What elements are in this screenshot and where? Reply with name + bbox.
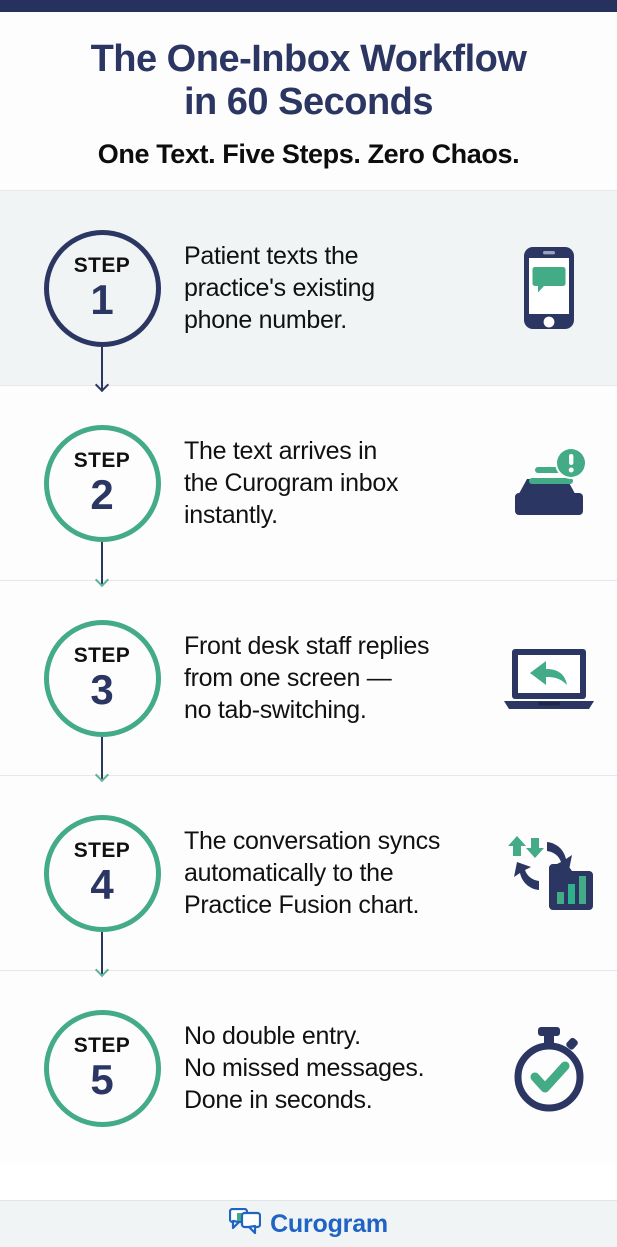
- step-row-2: STEP 2 The text arrives in the Curogram …: [0, 385, 617, 588]
- step-3-text: Front desk staff replies from one screen…: [170, 630, 499, 726]
- step-5-text-line-1: No double entry.: [184, 1022, 361, 1051]
- step-1-label: STEP: [73, 254, 131, 278]
- steps-list: STEP 1 Patient texts the practice's exis…: [0, 190, 617, 1166]
- page-title-line-2: in 60 Seconds: [183, 80, 434, 123]
- step-row-4: STEP 4 The conversation syncs automatica…: [0, 775, 617, 978]
- step-5-text-line-2: No missed messages.: [184, 1054, 425, 1083]
- step-3-text-line-3: no tab-switching.: [184, 696, 367, 725]
- step-1-text-line-1: Patient texts the: [184, 242, 359, 271]
- step-1-text: Patient texts the practice's existing ph…: [170, 240, 499, 336]
- step-3-text-line-1: Front desk staff replies: [184, 632, 430, 661]
- step-4-text-line-2: automatically to the: [184, 859, 394, 888]
- step-1-text-line-2: practice's existing: [184, 274, 375, 303]
- step-3-to-4-connector: [94, 737, 110, 783]
- step-2-text-line-2: the Curogram inbox: [184, 469, 399, 498]
- step-2-text: The text arrives in the Curogram inbox i…: [170, 435, 499, 531]
- step-row-3: STEP 3 Front desk staff replies from one…: [0, 580, 617, 783]
- step-1-circle-wrap: STEP 1: [34, 229, 170, 347]
- step-1-to-2-connector: [94, 347, 110, 393]
- inbox-alert-icon: [499, 445, 599, 521]
- sync-chart-folder-icon: [499, 830, 599, 916]
- step-4-text-line-3: Practice Fusion chart.: [184, 891, 420, 920]
- page-title: The One-Inbox Workflow in 60 Seconds: [18, 38, 599, 123]
- page-subtitle: One Text. Five Steps. Zero Chaos.: [97, 139, 520, 170]
- step-row-1: STEP 1 Patient texts the practice's exis…: [0, 190, 617, 393]
- chat-bubbles-icon: [228, 1207, 262, 1240]
- step-4-label: STEP: [73, 839, 131, 863]
- step-3-circle-wrap: STEP 3: [34, 619, 170, 737]
- step-5-text-line-3: Done in seconds.: [184, 1086, 373, 1115]
- page-title-line-1: The One-Inbox Workflow: [90, 38, 527, 80]
- top-accent-bar: [0, 0, 617, 12]
- step-5-text: No double entry. No missed messages. Don…: [170, 1020, 499, 1116]
- smartphone-message-icon: [499, 245, 599, 331]
- step-5-label: STEP: [73, 1034, 131, 1058]
- brand-name: Curogram: [270, 1209, 388, 1238]
- step-4-circle: STEP 4: [43, 814, 161, 932]
- step-2-text-line-3: instantly.: [184, 501, 278, 530]
- step-2-to-3-connector: [94, 542, 110, 588]
- laptop-reply-icon: [499, 643, 599, 713]
- step-4-to-5-connector: [94, 932, 110, 978]
- step-5-number: 5: [90, 1056, 114, 1104]
- footer: Curogram: [0, 1200, 617, 1247]
- step-4-number: 4: [90, 861, 114, 909]
- step-2-text-line-1: The text arrives in: [184, 437, 377, 466]
- step-5-circle-wrap: STEP 5: [34, 1009, 170, 1127]
- step-4-text-line-1: The conversation syncs: [184, 827, 441, 856]
- step-3-number: 3: [90, 666, 114, 714]
- stopwatch-check-icon: [499, 1024, 599, 1112]
- step-2-number: 2: [90, 471, 114, 519]
- header: The One-Inbox Workflow in 60 Seconds One…: [0, 12, 617, 191]
- step-2-circle-wrap: STEP 2: [34, 424, 170, 542]
- step-5-circle: STEP 5: [43, 1009, 161, 1127]
- step-3-text-line-2: from one screen —: [184, 664, 392, 693]
- step-1-text-line-3: phone number.: [184, 306, 347, 335]
- step-1-circle: STEP 1: [43, 229, 161, 347]
- step-4-circle-wrap: STEP 4: [34, 814, 170, 932]
- step-row-5: STEP 5 No double entry. No missed messag…: [0, 970, 617, 1166]
- step-2-label: STEP: [73, 449, 131, 473]
- step-1-number: 1: [90, 276, 114, 324]
- step-3-label: STEP: [73, 644, 131, 668]
- step-2-circle: STEP 2: [43, 424, 161, 542]
- step-4-text: The conversation syncs automatically to …: [170, 825, 499, 921]
- step-3-circle: STEP 3: [43, 619, 161, 737]
